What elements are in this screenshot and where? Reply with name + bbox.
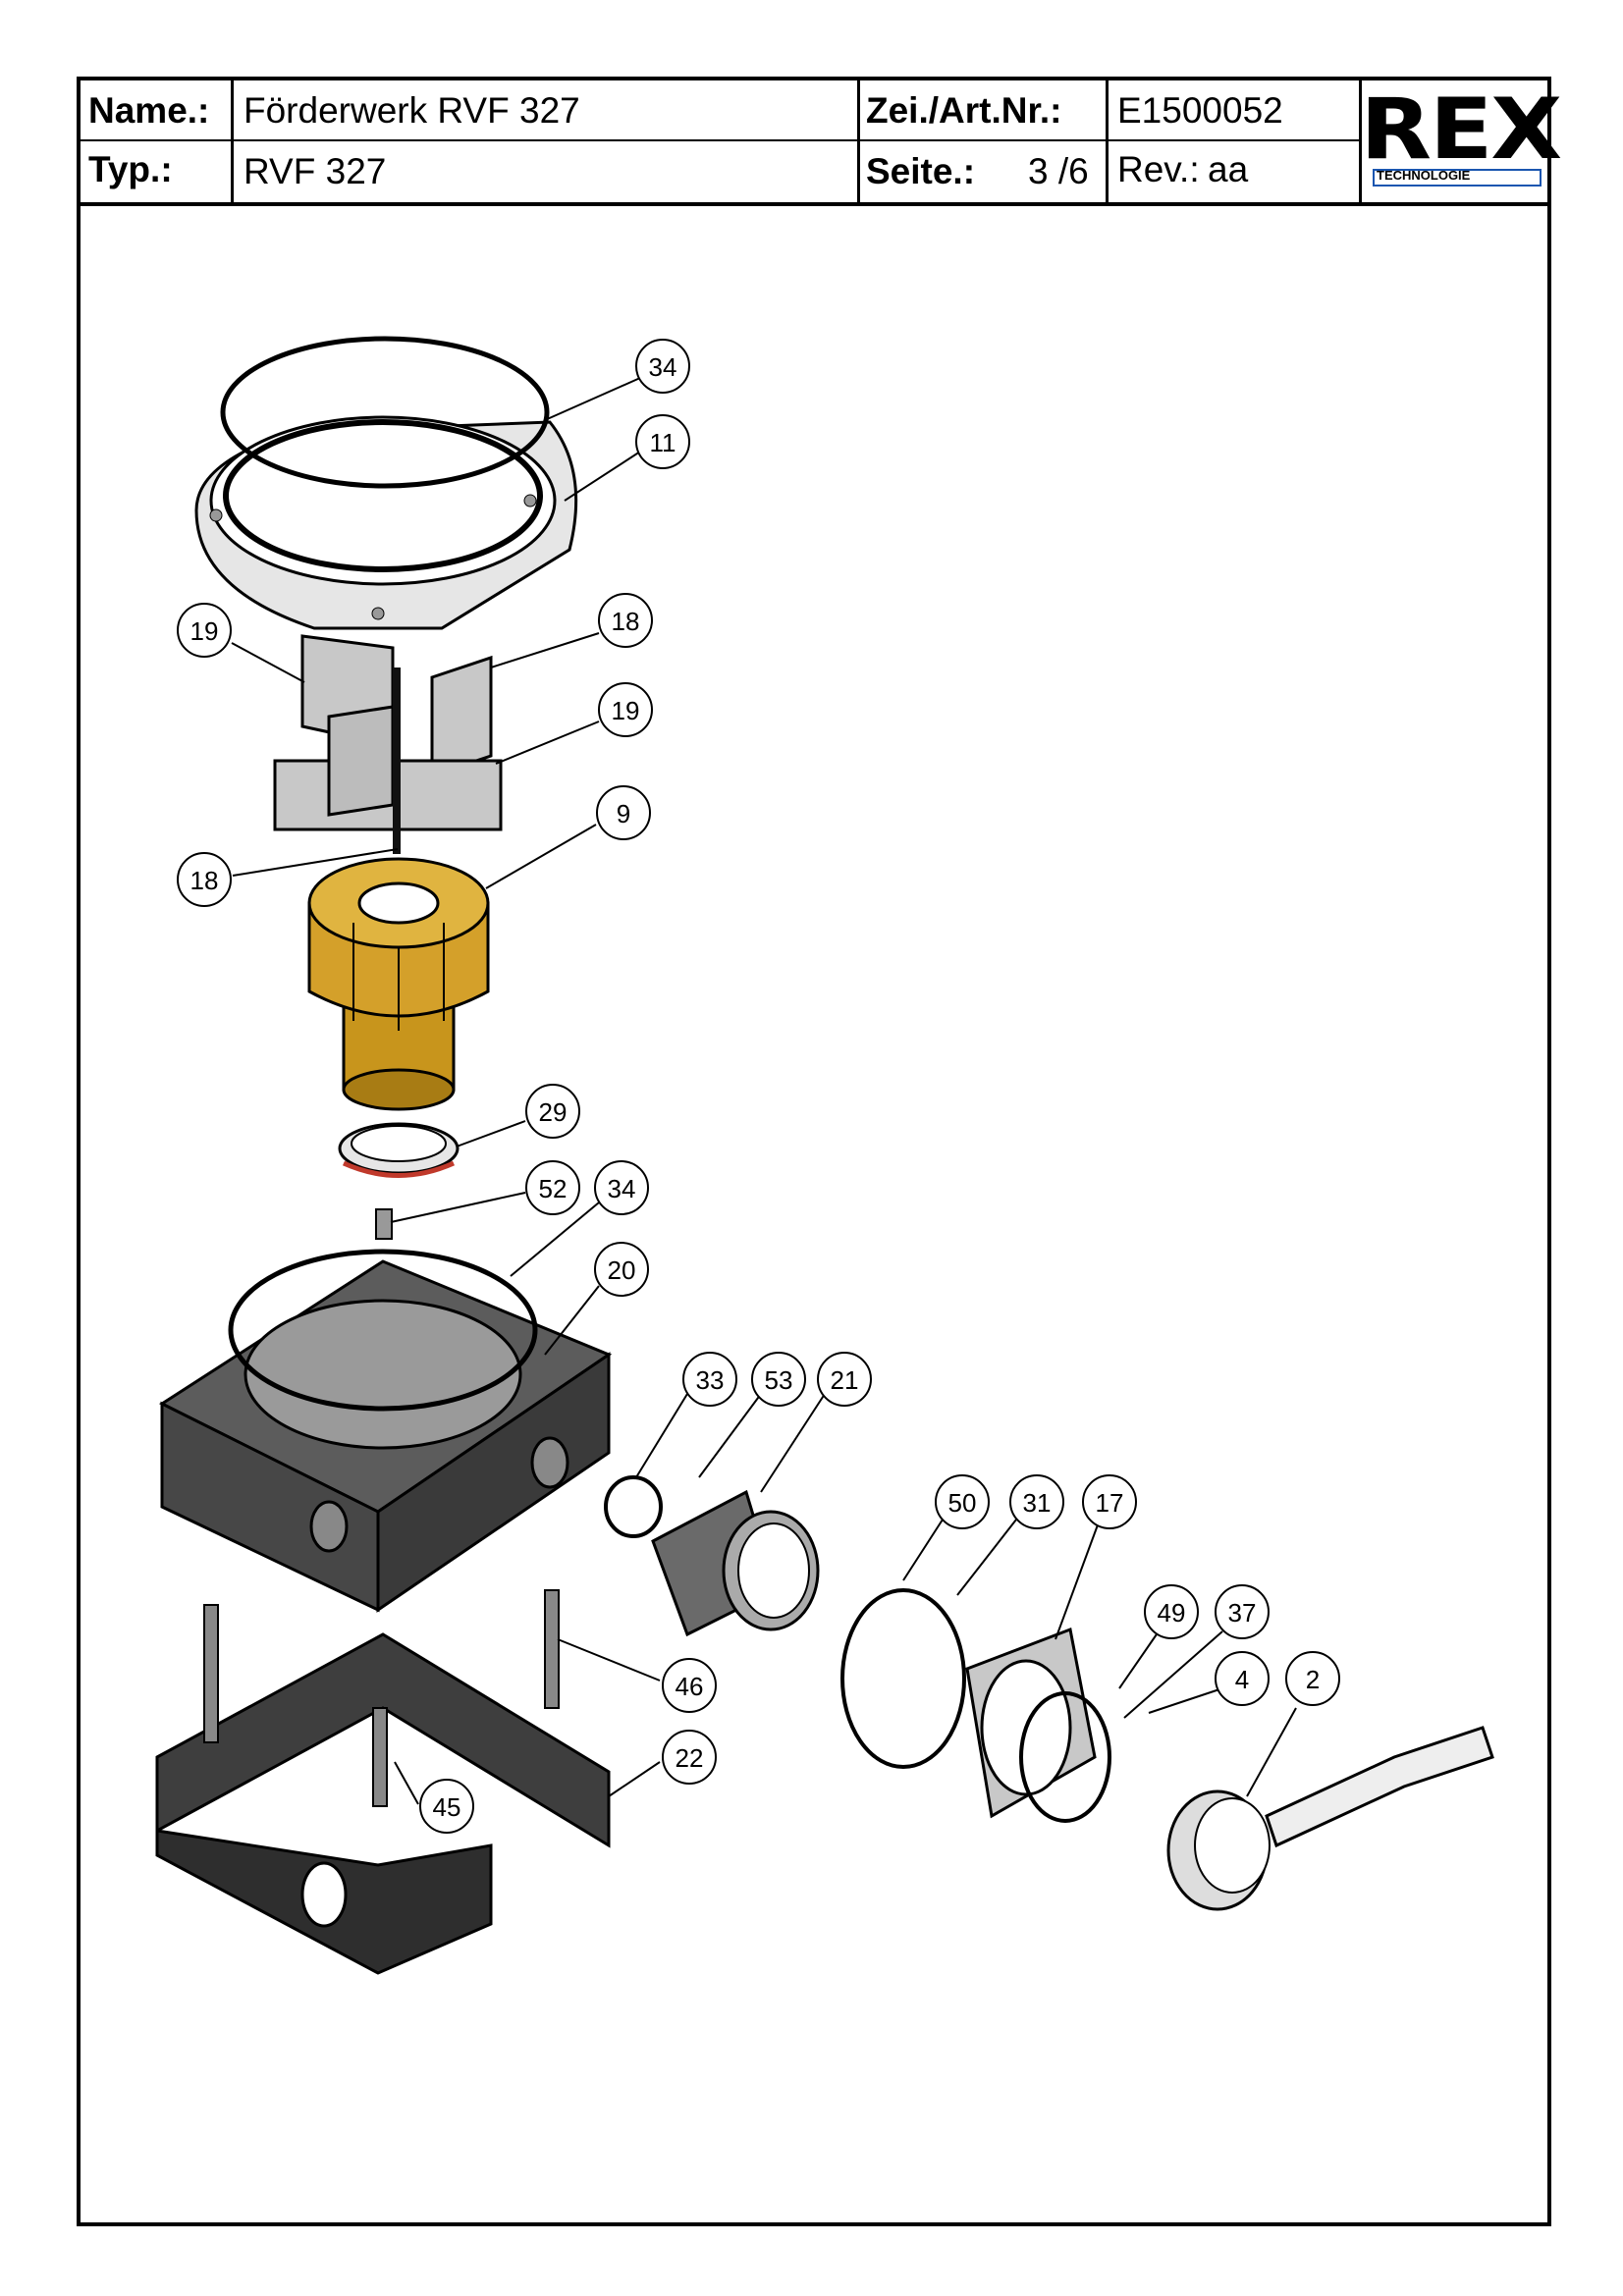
rev-label: Rev.:	[1117, 149, 1200, 189]
divider	[231, 80, 234, 202]
callout-11-label: 11	[650, 428, 676, 457]
callout-34-top: 34	[635, 339, 690, 394]
typ-label: Typ.:	[88, 149, 173, 189]
side-gearbox	[604, 1475, 820, 1637]
callout-33-label: 33	[696, 1365, 725, 1395]
callout-49-label: 49	[1158, 1598, 1186, 1628]
callout-29-label: 29	[539, 1097, 568, 1127]
housing-block	[158, 1249, 613, 1613]
side-cover	[840, 1588, 1111, 1823]
callout-4: 4	[1215, 1651, 1270, 1706]
callout-29: 29	[525, 1084, 580, 1139]
zei-value: E1500052	[1117, 90, 1283, 131]
callout-52-label: 52	[539, 1174, 568, 1203]
callout-17-label: 17	[1096, 1488, 1124, 1518]
typ-value: RVF 327	[243, 151, 387, 191]
callout-2: 2	[1285, 1651, 1340, 1706]
callout-34-top-label: 34	[649, 352, 677, 382]
callout-45: 45	[419, 1779, 474, 1834]
callout-37: 37	[1215, 1584, 1270, 1639]
callout-53: 53	[751, 1352, 806, 1407]
callout-18-left-label: 18	[190, 866, 219, 895]
callout-4-label: 4	[1235, 1665, 1249, 1694]
callout-34-mid-label: 34	[608, 1174, 636, 1203]
seite-label: Seite.:	[866, 151, 976, 191]
callout-53-label: 53	[765, 1365, 793, 1395]
callout-31: 31	[1009, 1474, 1064, 1529]
callout-34-mid: 34	[594, 1160, 649, 1215]
callout-50: 50	[935, 1474, 990, 1529]
callout-49: 49	[1144, 1584, 1199, 1639]
callout-20: 20	[594, 1242, 649, 1297]
divider	[857, 80, 860, 202]
callout-21-label: 21	[831, 1365, 859, 1395]
pin	[375, 1208, 393, 1240]
divider	[1106, 80, 1109, 202]
rex-logo-text: REX	[1360, 80, 1562, 179]
callout-31-label: 31	[1023, 1488, 1052, 1518]
rex-logo-subtext: TECHNOLOGIE	[1377, 168, 1471, 183]
callout-2-label: 2	[1306, 1665, 1320, 1694]
title-block: Name.: Förderwerk RVF 327 Typ.: RVF 327 …	[81, 80, 1562, 206]
callout-9: 9	[596, 785, 651, 840]
callout-19-right-label: 19	[612, 696, 640, 725]
callout-45-label: 45	[433, 1792, 461, 1822]
seite-value: 3 /6	[1028, 151, 1089, 191]
hand-lever	[1166, 1726, 1494, 1911]
rev-value: aa	[1208, 149, 1249, 189]
callout-20-label: 20	[608, 1255, 636, 1285]
name-value: Förderwerk RVF 327	[243, 90, 580, 131]
callout-21: 21	[817, 1352, 872, 1407]
top-flange-assembly	[194, 336, 578, 630]
callout-46-label: 46	[676, 1672, 704, 1701]
callout-33: 33	[682, 1352, 737, 1407]
callout-18-top: 18	[598, 593, 653, 648]
leader-lines	[231, 377, 1297, 1805]
callout-22-label: 22	[676, 1743, 704, 1773]
callout-9-label: 9	[617, 799, 630, 828]
callout-19-left-label: 19	[190, 616, 219, 646]
rex-logo: REX TECHNOLOGIE	[1360, 87, 1562, 196]
zei-label: Zei./Art.Nr.:	[866, 90, 1062, 131]
callout-19-right: 19	[598, 682, 653, 737]
seal-ring	[338, 1122, 460, 1178]
callout-37-label: 37	[1228, 1598, 1257, 1628]
divider	[1359, 80, 1362, 202]
callout-22: 22	[662, 1730, 717, 1785]
callout-11: 11	[635, 414, 690, 469]
callout-50-label: 50	[948, 1488, 977, 1518]
callout-52: 52	[525, 1160, 580, 1215]
callout-19-left: 19	[177, 603, 232, 658]
callout-46: 46	[662, 1658, 717, 1713]
bottom-bracket	[155, 1589, 611, 1975]
drawing-frame: Name.: Förderwerk RVF 327 Typ.: RVF 327 …	[77, 77, 1562, 2226]
callout-17: 17	[1082, 1474, 1137, 1529]
callout-18-left: 18	[177, 852, 232, 907]
vane-assembly	[273, 634, 503, 854]
divider	[81, 139, 1359, 141]
callout-18-top-label: 18	[612, 607, 640, 636]
name-label: Name.:	[88, 90, 210, 131]
brass-rotor	[307, 857, 490, 1111]
